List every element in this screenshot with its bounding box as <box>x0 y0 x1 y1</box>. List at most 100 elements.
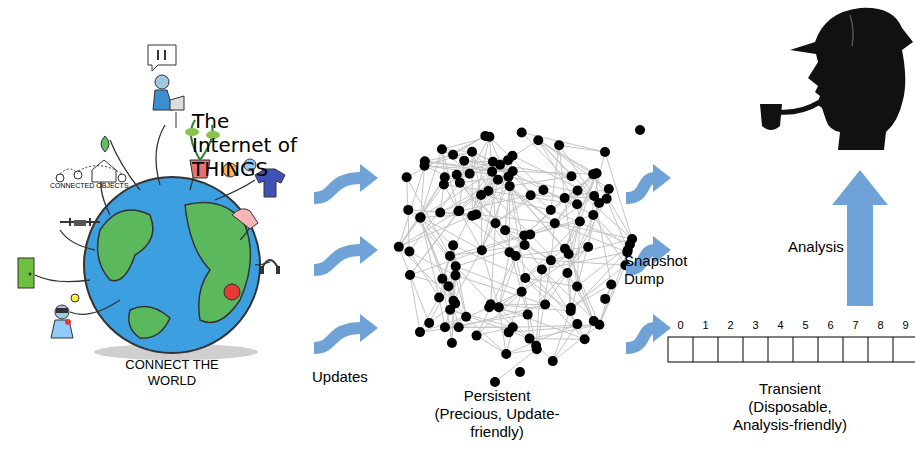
graph-vertex <box>531 341 541 351</box>
swoosh-arrow <box>314 250 362 270</box>
graph-vertex <box>517 127 527 137</box>
graph-vertex <box>546 255 556 265</box>
graph-vertex <box>566 303 576 313</box>
graph-vertex <box>580 334 590 344</box>
graph-vertex <box>507 151 517 161</box>
graph-vertex <box>546 205 556 215</box>
graph-vertex <box>501 349 511 359</box>
graph-vertex <box>493 175 503 185</box>
graph-link <box>513 171 593 174</box>
graph-vertex <box>445 305 455 315</box>
graph-vertex <box>523 310 533 320</box>
graph-link <box>559 145 605 152</box>
graph-link <box>429 286 448 323</box>
graph-vertex <box>573 186 583 196</box>
graph-link <box>512 156 594 196</box>
graph-vertex <box>490 377 500 387</box>
graph-link <box>495 349 537 382</box>
graph-vertex <box>515 367 525 377</box>
edge-label: Snapshot Dump <box>624 252 694 288</box>
graph-vertex <box>600 147 610 157</box>
graph-link <box>553 308 571 361</box>
graph-link <box>410 275 420 332</box>
edge-label: Updates <box>312 368 382 386</box>
graph-vertex <box>451 261 461 271</box>
graph-link <box>460 183 516 256</box>
arrow-label: Analysis <box>788 238 844 256</box>
graph-vertex <box>415 213 425 223</box>
graph-vertex <box>416 212 426 222</box>
graph-link <box>421 217 440 297</box>
graph-vertex <box>519 230 529 240</box>
graph-vertex <box>588 210 598 220</box>
graph-link <box>522 247 588 292</box>
graph-vertex <box>589 191 599 201</box>
graph-link <box>593 174 632 239</box>
graph-vertex <box>455 178 465 188</box>
array-index: 6 <box>818 319 843 332</box>
graph-vertex <box>635 125 645 135</box>
graph-vertex <box>600 294 610 304</box>
graph-vertex <box>550 218 560 228</box>
graph-vertex <box>394 242 404 252</box>
graph-link <box>477 292 522 336</box>
graph-vertex <box>575 217 585 227</box>
graph-link <box>482 250 499 307</box>
graph-link <box>477 336 507 354</box>
graph-vertex <box>448 240 458 250</box>
graph-link <box>528 247 588 315</box>
graph-link <box>516 256 551 260</box>
graph-vertex <box>484 302 494 312</box>
graph-vertex <box>477 245 487 255</box>
graph-vertex <box>505 181 515 191</box>
graph-link <box>509 186 510 252</box>
array-index: 3 <box>743 319 768 332</box>
graph-link <box>530 338 585 340</box>
graph-vertex <box>487 167 497 177</box>
graph-link <box>476 177 508 215</box>
swoosh-arrow <box>626 178 655 198</box>
graph-link <box>542 269 577 324</box>
graph-vertex <box>588 169 598 179</box>
flow-arrow <box>314 164 378 348</box>
graph-link <box>408 210 482 250</box>
graph-vertex <box>494 302 504 312</box>
graph-vertex <box>526 190 536 200</box>
graph-link <box>399 166 425 247</box>
graph-vertex <box>594 320 604 330</box>
graph-link <box>499 307 553 361</box>
graph-vertex <box>604 184 614 194</box>
graph-vertex <box>476 190 486 200</box>
graph-link <box>492 172 555 224</box>
graph-link <box>553 325 600 361</box>
graph-vertex <box>435 208 445 218</box>
graph-vertex <box>548 356 558 366</box>
node-text: Transient (Disposable, Analysis-friendly… <box>720 380 860 434</box>
graph-link <box>476 214 524 245</box>
graph-vertex <box>424 318 434 328</box>
graph-vertex <box>404 246 414 256</box>
node-text: CONNECT THE WORLD <box>117 357 227 388</box>
graph-vertex <box>520 273 530 283</box>
array-index: 8 <box>868 319 893 332</box>
graph-link <box>466 317 506 354</box>
graph-link <box>399 247 455 304</box>
transient-array: Transient (Disposable, Analysis-friendly… <box>665 316 915 440</box>
iot-globe <box>18 45 285 360</box>
graph-vertex <box>517 287 527 297</box>
graph-vertex <box>500 225 510 235</box>
graph-vertex <box>554 140 564 150</box>
node-text: The Internet of THINGS <box>192 109 314 181</box>
graph-link <box>409 183 459 252</box>
array-index: 1 <box>693 319 718 332</box>
graph-vertex <box>445 251 455 261</box>
graph-vertex <box>606 280 616 290</box>
graph-vertex <box>447 338 457 348</box>
graph-link <box>525 278 570 311</box>
arrow-head <box>360 236 378 264</box>
graph-vertex <box>439 179 449 189</box>
graph-vertex <box>472 331 482 341</box>
detective-silhouette <box>760 8 913 150</box>
graph-link <box>456 245 525 266</box>
graph-vertex <box>419 161 429 171</box>
